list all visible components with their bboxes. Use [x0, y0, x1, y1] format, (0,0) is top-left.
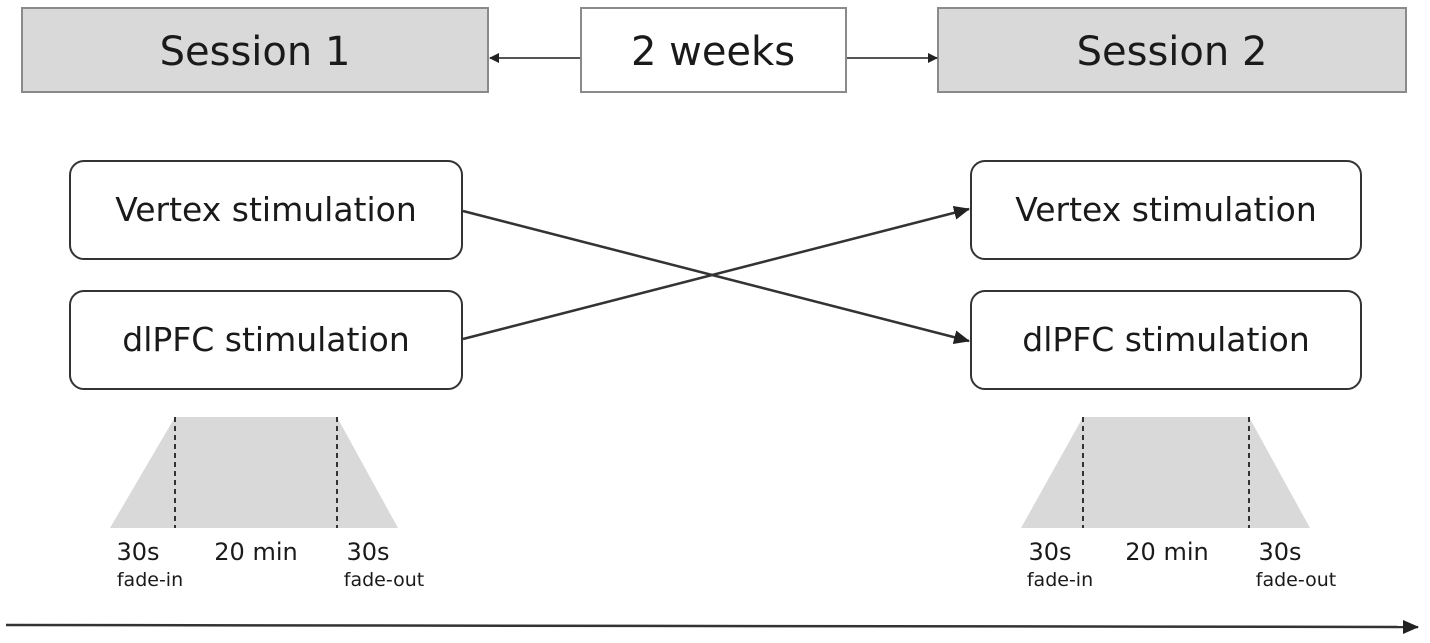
session-1-fade-in-label: fade-in	[117, 569, 183, 591]
session-2-dlpfc-label: dlPFC stimulation	[1022, 320, 1310, 359]
session-1-fade-in-time: 30s	[116, 538, 159, 566]
session-1-dlpfc-label: dlPFC stimulation	[122, 320, 410, 359]
session-2-label: Session 2	[1077, 29, 1268, 75]
session-1-vertex-label: Vertex stimulation	[115, 190, 417, 229]
gap-label: 2 weeks	[631, 29, 795, 75]
session-2-fade-out-time: 30s	[1258, 538, 1301, 566]
gap-header: 2 weeks	[580, 7, 847, 93]
session-2-stimulation-profile: 30s fade-in 20 min 30s fade-out	[1021, 417, 1336, 591]
session-2-main-time: 20 min	[1125, 538, 1208, 566]
session-2-vertex-box: Vertex stimulation	[970, 160, 1362, 260]
session-2-fade-out-label: fade-out	[1256, 569, 1336, 591]
session-1-main-time: 20 min	[214, 538, 297, 566]
session-2-profile-shape	[1021, 417, 1310, 528]
session-2-header: Session 2	[937, 7, 1407, 93]
session-1-header: Session 1	[21, 7, 489, 93]
session-2-fade-in-label: fade-in	[1027, 569, 1093, 591]
session-1-stimulation-profile: 30s fade-in 20 min 30s fade-out	[110, 417, 424, 591]
timeline-arrow	[5, 619, 1419, 634]
crossover-arrow-dlpfc-to-vertex	[462, 205, 970, 341]
session-2-dlpfc-box: dlPFC stimulation	[970, 290, 1362, 390]
crossover-arrow-vertex-to-dlpfc	[462, 209, 970, 345]
session-1-fade-out-time: 30s	[346, 538, 389, 566]
session-1-fade-out-label: fade-out	[344, 569, 424, 591]
session-1-profile-shape	[110, 417, 398, 528]
session-2-vertex-label: Vertex stimulation	[1015, 190, 1317, 229]
session-1-dlpfc-box: dlPFC stimulation	[69, 290, 463, 390]
session-1-vertex-box: Vertex stimulation	[69, 160, 463, 260]
session-1-label: Session 1	[160, 29, 351, 75]
session-2-fade-in-time: 30s	[1028, 538, 1071, 566]
